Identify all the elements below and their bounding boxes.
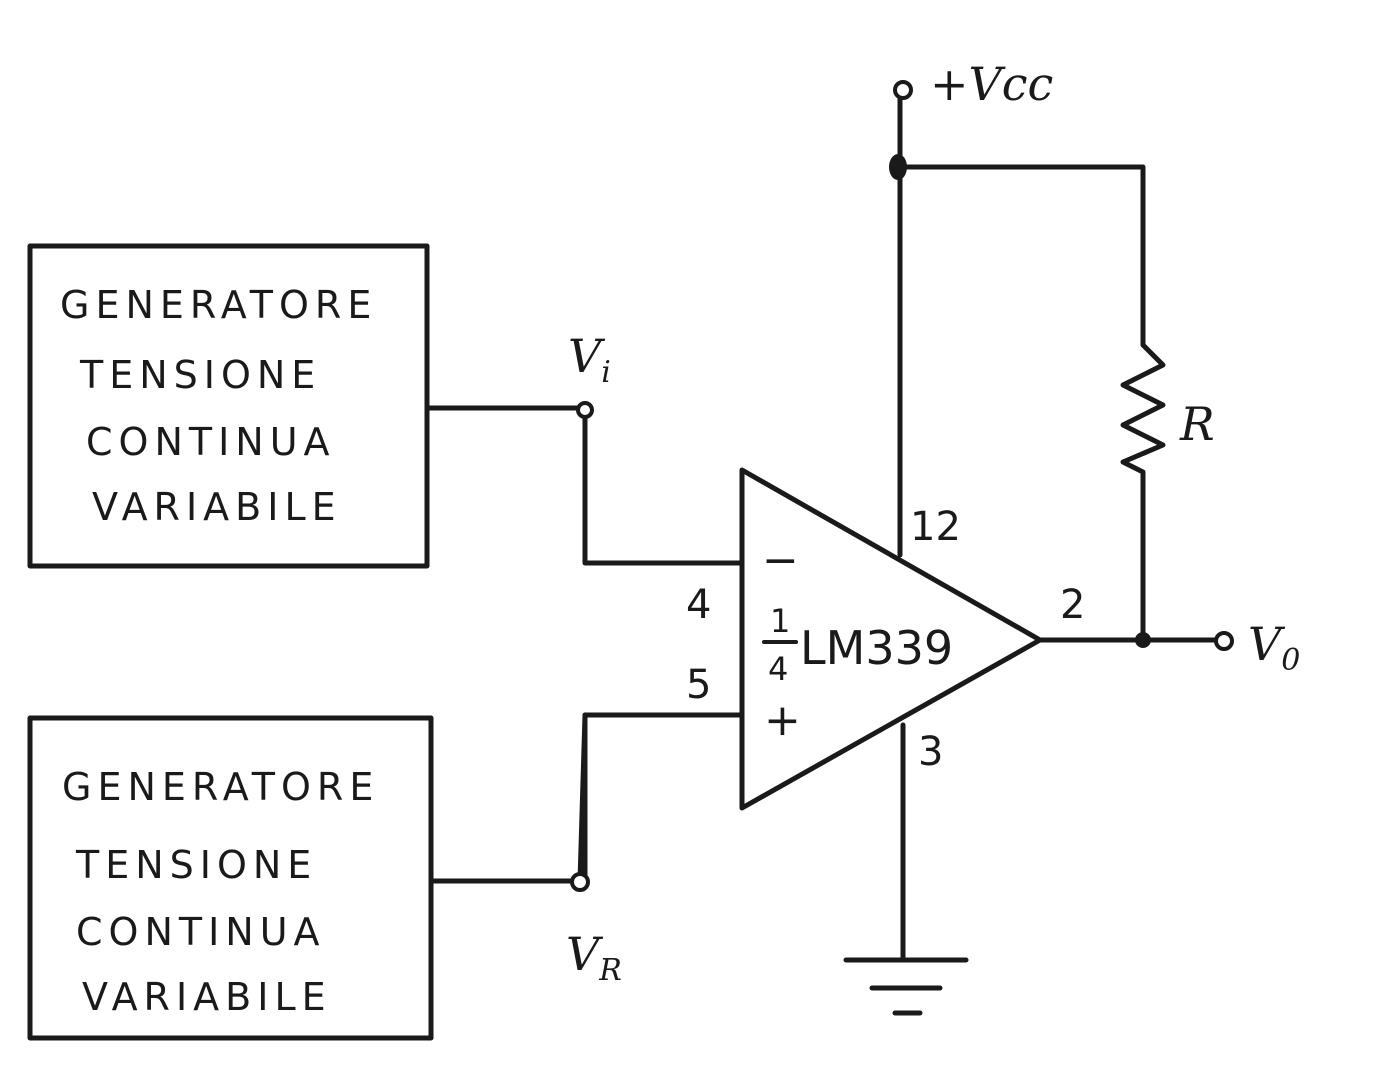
vi-wiring: Vi xyxy=(424,329,745,566)
generator-top-line-4: VARIABILE xyxy=(92,485,342,529)
fraction-numerator: 1 xyxy=(770,602,790,640)
generator-bottom-line-4: VARIABILE xyxy=(82,975,332,1019)
resistor-zigzag xyxy=(1120,327,1166,488)
vcc-terminal xyxy=(893,80,913,100)
vcc-label: +Vcc xyxy=(930,57,1053,111)
comparator-minus: − xyxy=(762,535,799,586)
generator-top-line-1: GENERATORE xyxy=(60,283,377,327)
generator-bottom-line-3: CONTINUA xyxy=(76,910,326,954)
comparator: − + 1 4 LM339 xyxy=(739,467,1043,811)
generator-bottom: GENERATORE TENSIONE CONTINUA VARIABILE xyxy=(27,715,434,1041)
generator-top-line-3: CONTINUA xyxy=(86,420,336,464)
pullup-top-wire xyxy=(895,164,1146,333)
generator-top-line-2: TENSIONE xyxy=(79,353,321,397)
resistor-label: R xyxy=(1179,397,1215,451)
output-junction xyxy=(1135,632,1151,648)
generator-bottom-line-1: GENERATORE xyxy=(62,765,379,809)
supply-rail: +Vcc xyxy=(889,57,1146,558)
comparator-plus: + xyxy=(764,695,801,746)
vi-label: Vi xyxy=(568,329,611,390)
vr-terminal xyxy=(570,872,590,892)
pin-output: 2 xyxy=(1060,582,1085,628)
vo-label: V0 xyxy=(1248,617,1300,678)
vi-wire xyxy=(424,405,745,566)
pullup-resistor: R xyxy=(1120,327,1215,643)
output-terminal xyxy=(1214,631,1234,651)
output: V0 xyxy=(1037,617,1300,678)
pin-ground: 3 xyxy=(918,729,943,775)
generator-bottom-box xyxy=(27,715,434,1041)
pin-supply: 12 xyxy=(910,504,961,550)
comparator-triangle xyxy=(739,467,1043,811)
generator-top: GENERATORE TENSIONE CONTINUA VARIABILE xyxy=(27,243,430,569)
generator-bottom-line-2: TENSIONE xyxy=(75,843,317,887)
part-number: LM339 xyxy=(800,621,953,675)
vi-terminal xyxy=(576,401,594,419)
vr-label: VR xyxy=(566,927,622,988)
fraction-denominator: 4 xyxy=(768,650,788,688)
ground-symbol xyxy=(843,722,969,1016)
pin-inverting: 4 xyxy=(686,582,711,628)
vr-wiring: VR xyxy=(428,712,745,988)
pin-non-inverting: 5 xyxy=(686,662,711,708)
